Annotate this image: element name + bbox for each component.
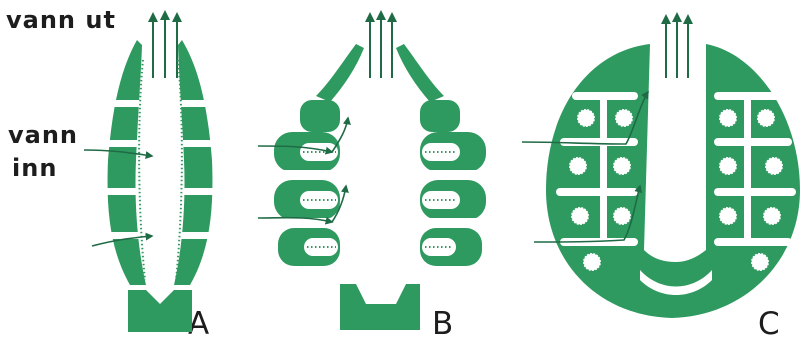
panel-a-collar-cells-left <box>139 60 145 280</box>
panel-b-right-chamber-1 <box>420 100 460 132</box>
panel-b-syconoid <box>258 12 488 330</box>
panel-b-base <box>340 284 420 330</box>
panel-c-body <box>546 44 800 318</box>
water-in-label-line1: vann <box>8 121 78 149</box>
panel-a-left-wall <box>108 40 146 285</box>
panel-b-left-horn <box>316 44 364 102</box>
panel-b-left-chamber-1 <box>300 100 340 132</box>
panel-b-right-horn <box>396 44 444 102</box>
panel-a-asconoid <box>84 12 218 332</box>
panel-b-label: B <box>432 306 453 337</box>
panel-c-leuconoid <box>522 14 800 318</box>
panel-a-base <box>128 290 192 332</box>
panel-c-label: C <box>758 306 780 337</box>
water-in-label-line2: inn <box>12 154 57 182</box>
water-out-label: vann ut <box>6 6 116 34</box>
